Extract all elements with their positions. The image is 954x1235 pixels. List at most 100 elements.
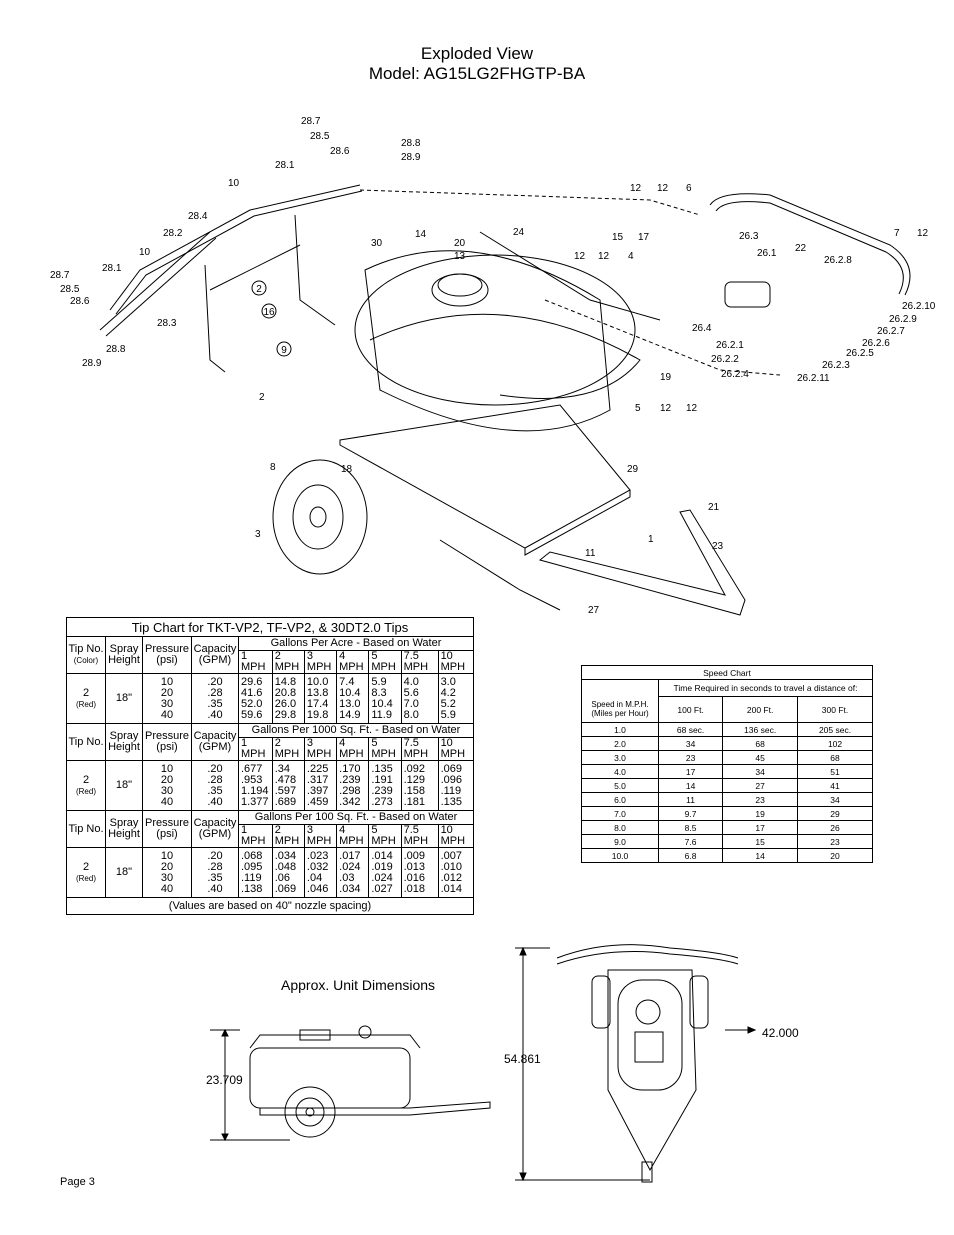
speed-chart-cell: 68 [797,750,873,765]
speed-chart-cell: 26 [797,820,873,835]
label-26-2-9: 26.2.9 [889,314,917,325]
tip-color: (Red) [75,699,96,709]
boom-pipe-left-upper [109,184,361,311]
distance-300-header: 300 Ft. [797,696,873,723]
label-12e: 12 [917,228,929,239]
speed-chart-cell: 34 [657,736,724,751]
rate-column: 29.6 41.6 52.0 59.6 [238,673,273,724]
label-28-7b: 28.7 [50,270,70,281]
color-header: (Color) [73,656,99,665]
label-26-2-4: 26.2.4 [721,369,749,380]
tank-lid-top [437,273,483,297]
speed-chart-cell: 17 [722,820,799,835]
speed-chart-cell: 4.0 [581,764,659,779]
label-30: 30 [371,238,383,249]
pump-body [724,281,771,308]
tip-chart-title: Tip Chart for TKT-VP2, TF-VP2, & 30DT2.0… [66,617,474,637]
pressure-header: Pressure (psi) [142,636,192,674]
rate-column: .069 .096 .119 .135 [437,760,475,811]
section-heading: Gallons Per 1000 Sq. Ft. - Based on Wate… [238,723,474,738]
label-28-9a: 28.9 [401,152,421,163]
mph-header: 3 MPH [303,737,338,761]
gauge-icon [358,1025,372,1039]
speed-chart-cell: 7.0 [581,806,659,821]
speed-chart-cell: 68 sec. [657,722,724,737]
label-7: 7 [894,228,900,239]
tank-side [249,1047,411,1109]
label-28-1a: 28.1 [275,160,295,171]
label-18: 18 [341,464,353,475]
speed-chart-cell: 14 [722,848,799,863]
speed-corner [581,679,659,697]
rate-column: 3.0 4.2 5.2 5.9 [437,673,475,724]
capacity-header: Capacity (GPM) [191,723,239,761]
bracket-left [204,264,226,373]
dimensions-title: Approx. Unit Dimensions [281,977,436,993]
speed-chart-cell: 34 [797,792,873,807]
rate-column: .009 .013 .016 .018 [400,847,439,898]
pressure-values: 10 20 30 40 [142,673,192,724]
rate-column: .023 .032 .04 .046 [303,847,338,898]
tip-header: Tip No. [66,723,106,761]
spray-header: Spray Height [105,636,143,674]
speed-chart-cell: 14 [657,778,724,793]
mph-header: 2 MPH [271,737,305,761]
dim-extension-lines [515,947,650,1181]
label-10b: 10 [139,247,151,258]
mph-header: 3 MPH [303,650,338,674]
mph-header: 5 MPH [368,824,402,848]
tank-rail [369,313,641,399]
mph-header: 1 MPH [238,650,273,674]
trailer-frame [339,404,631,549]
page-title-line2: Model: AG15LG2FHGTP-BA [368,64,586,83]
tank-body [354,254,636,406]
label-10a: 10 [228,178,240,189]
label-28-6b: 28.6 [70,296,90,307]
capacity-header: Capacity (GPM) [191,636,239,674]
tow-bar [538,509,746,616]
dashed-leader-1 [359,189,701,216]
mph-header: 7.5 MPH [400,824,439,848]
mph-header: 10 MPH [437,824,475,848]
label-26-2-10: 26.2.10 [902,301,936,312]
speed-chart-cell: 23 [797,834,873,849]
speed-chart-cell: 7.6 [657,834,724,849]
speed-chart-table: Speed Chart Time Required in seconds to … [581,665,873,863]
label-8: 8 [270,462,276,473]
dashed-leader-2 [544,299,781,376]
exploded-view-diagram: 28.7 28.5 28.6 28.8 28.9 28.1 10 28.4 28… [50,116,936,616]
label-14: 14 [415,229,427,240]
rate-column: 7.4 10.4 13.0 14.9 [336,673,370,724]
label-28-2: 28.2 [163,228,183,239]
bracket-rail [209,244,301,291]
label-26-1: 26.1 [757,248,777,259]
label-23: 23 [712,541,724,552]
speed-chart-cell: 2.0 [581,736,659,751]
label-26-4: 26.4 [692,323,712,334]
callout-circle-16 [261,303,277,319]
rate-column: 5.9 8.3 10.4 11.9 [368,673,402,724]
speed-chart-title: Speed Chart [581,665,873,680]
label-6: 6 [686,183,692,194]
mph-header: 4 MPH [336,650,370,674]
label-5: 5 [635,403,641,414]
tip-chart-table: Tip Chart for TKT-VP2, TF-VP2, & 30DT2.0… [66,617,475,915]
capacity-values: .20 .28 .35 .40 [191,760,239,811]
pressure-values: 10 20 30 40 [142,847,192,898]
frame-top [607,969,697,1172]
mph-header: 4 MPH [336,737,370,761]
speed-chart-cell: 34 [722,764,799,779]
width-dim-arrow [725,1026,757,1034]
rate-column: .135 .191 .239 .273 [368,760,402,811]
callout-circle-2 [251,280,267,296]
label-26-2-8: 26.2.8 [824,255,852,266]
spray-height-value: 18" [105,847,143,898]
tip-header-cell: Tip No. (Color) [66,636,106,674]
speed-chart-cell: 6.8 [657,848,724,863]
label-12a: 12 [630,183,642,194]
speed-chart-cell: 19 [722,806,799,821]
